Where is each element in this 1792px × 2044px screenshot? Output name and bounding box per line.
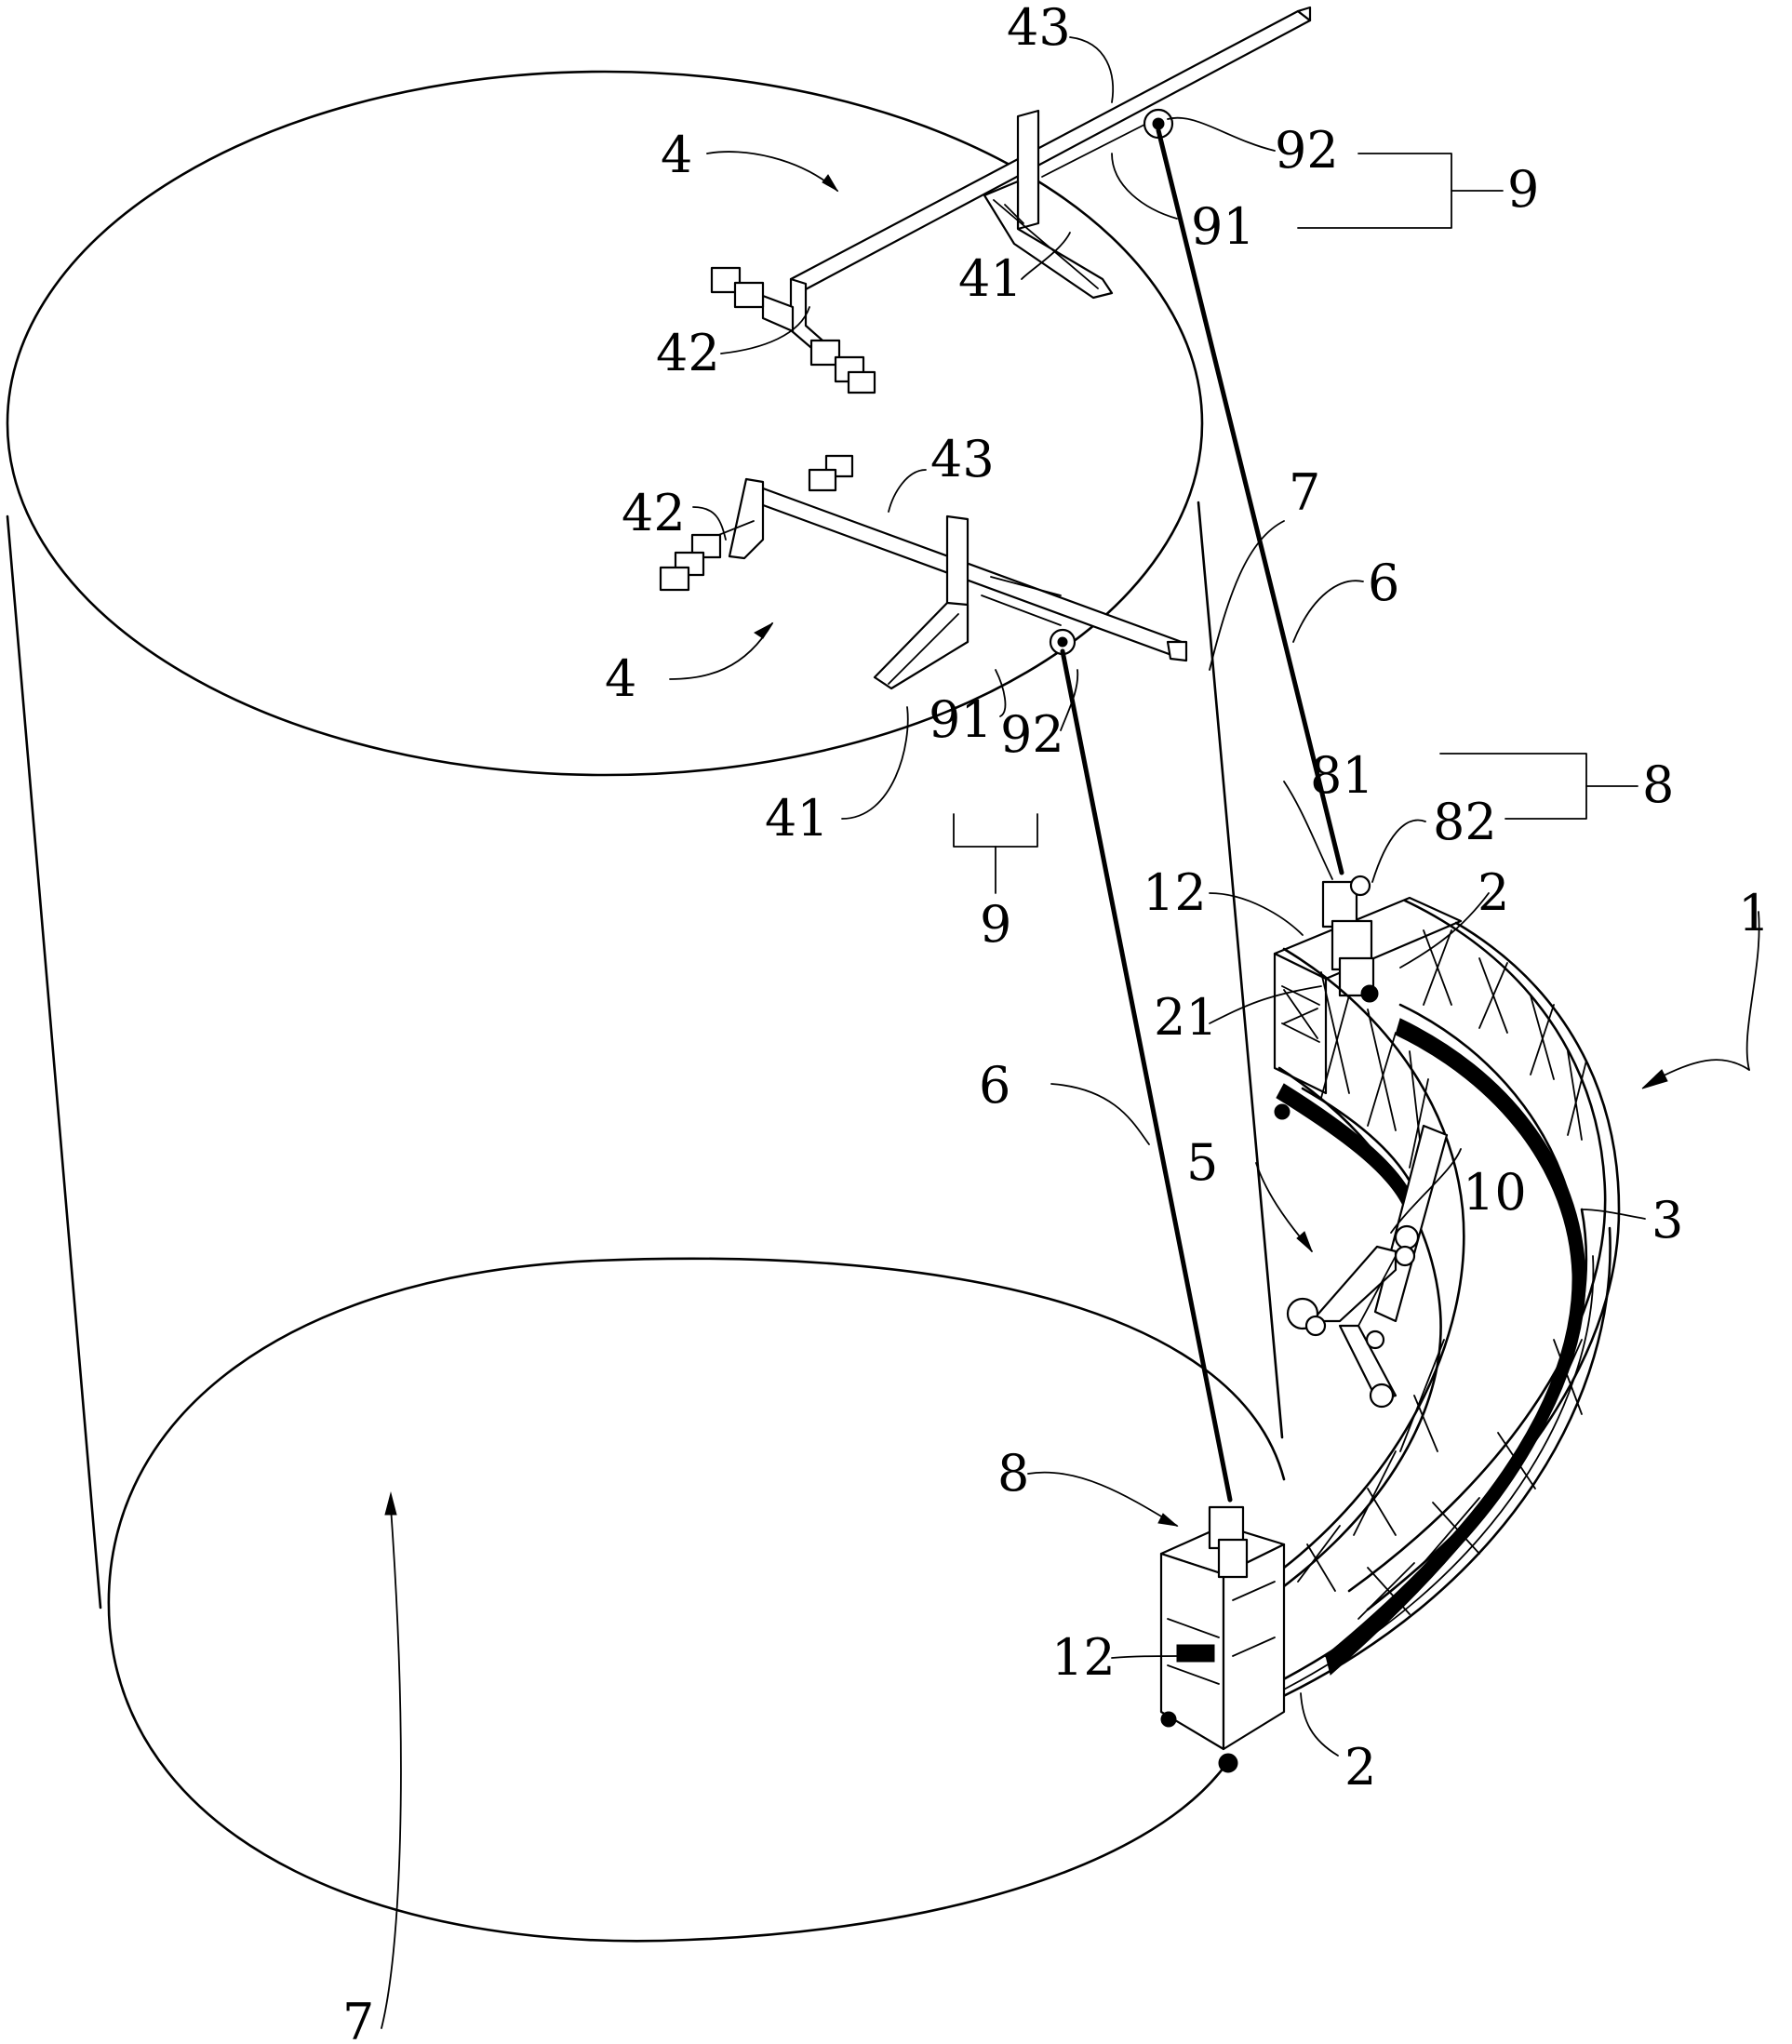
- cylinder-right-edge: [1198, 502, 1282, 1437]
- label-4-upper: 4: [661, 126, 692, 184]
- basket-outer-rail-top: [1349, 901, 1605, 1591]
- lower-base-41: [875, 603, 968, 688]
- label-21: 21: [1154, 988, 1218, 1047]
- upper-post-41: [1018, 111, 1038, 229]
- label-92-upper: 92: [1275, 121, 1339, 180]
- label-92-lower: 92: [1000, 705, 1064, 764]
- cylinder-left-edge: [7, 516, 100, 1608]
- label-82: 82: [1433, 793, 1497, 851]
- wall-support-clamp-5: [1288, 1126, 1447, 1407]
- label-91-lower: 91: [929, 690, 993, 749]
- label-10: 10: [1463, 1163, 1527, 1222]
- lower-motor: [1177, 1645, 1214, 1662]
- label-1: 1: [1738, 884, 1770, 942]
- lower-suspension-mechanism: [661, 456, 1186, 688]
- label-3: 3: [1652, 1191, 1683, 1249]
- label-2-top: 2: [1478, 863, 1509, 922]
- lower-counterweight-frame: [729, 479, 763, 558]
- label-8-top: 8: [1642, 755, 1674, 814]
- leader-lines: [381, 37, 1759, 2028]
- left-wire-rope-6: [1063, 651, 1230, 1500]
- label-9-lower: 9: [980, 895, 1011, 954]
- label-5: 5: [1186, 1133, 1218, 1192]
- label-9-right: 9: [1507, 160, 1539, 219]
- label-42-lower: 42: [622, 484, 686, 542]
- label-81: 81: [1310, 746, 1374, 805]
- lower-wheel-left: [1161, 1712, 1176, 1727]
- lower-wheel-right: [1219, 1754, 1237, 1772]
- cylinder-bottom-ellipse: [109, 1259, 1284, 1941]
- label-12-top: 12: [1143, 863, 1207, 922]
- upper-hoist-82: [1351, 876, 1370, 895]
- label-6-right: 6: [1368, 554, 1399, 612]
- label-12-bottom: 12: [1051, 1628, 1116, 1687]
- label-6-left: 6: [979, 1056, 1010, 1115]
- support-rod-10: [1375, 1126, 1447, 1321]
- label-41-upper: 41: [958, 249, 1023, 308]
- basket-outer-rail-bottom: [1275, 1209, 1586, 1684]
- label-42-upper: 42: [656, 324, 720, 382]
- label-7-mid: 7: [1289, 463, 1320, 522]
- label-43-lower: 43: [930, 430, 995, 488]
- clamp-pad-lower: [1371, 1384, 1393, 1407]
- reference-labels: 4 43 92 91 9 41 42 43 42 7 6 4 91 92 41 …: [342, 0, 1770, 2044]
- label-8-bottom: 8: [997, 1444, 1029, 1503]
- label-2-bottom: 2: [1344, 1738, 1376, 1797]
- label-91-upper: 91: [1191, 197, 1255, 256]
- label-7-bottom: 7: [342, 1993, 374, 2044]
- basket-outer-rail-3: [1326, 1005, 1580, 1656]
- label-43-upper: 43: [1007, 0, 1071, 57]
- hanging-basket: [1161, 876, 1619, 1772]
- label-41-lower: 41: [765, 789, 829, 848]
- label-4-lower: 4: [605, 649, 636, 708]
